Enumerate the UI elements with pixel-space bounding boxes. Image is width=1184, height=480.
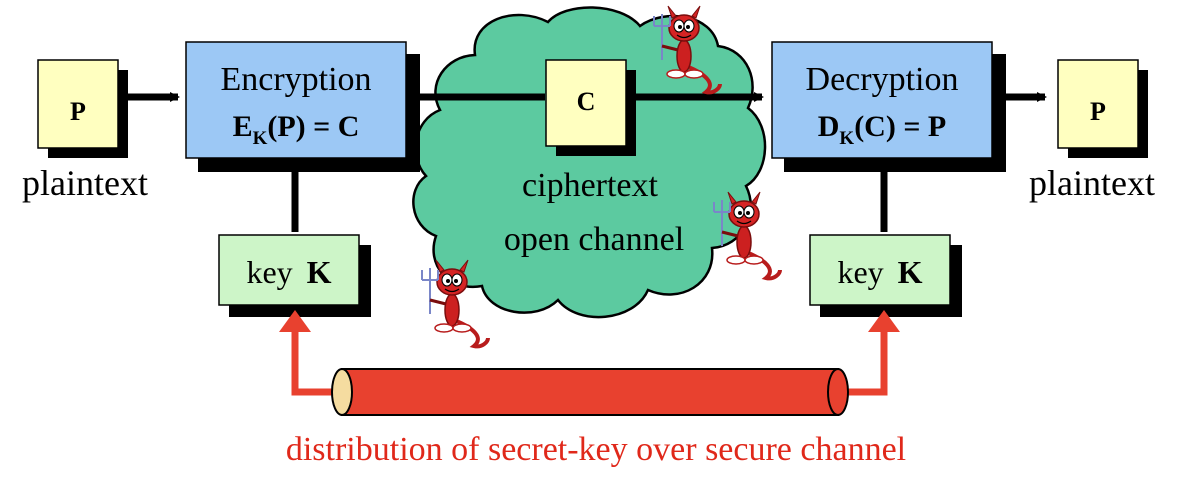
plaintext-input-label: P	[70, 97, 86, 126]
decryption-formula: DK(C) = P	[818, 110, 947, 149]
ciphertext-box: C	[545, 59, 636, 156]
secure-pipe	[331, 368, 849, 416]
plaintext-input-box: P	[37, 59, 128, 158]
ciphertext-label: C	[577, 87, 596, 116]
plaintext-output-box: P	[1057, 59, 1148, 158]
plaintext-input-caption: plaintext	[22, 163, 148, 203]
secure-channel-caption: distribution of secret-key over secure c…	[286, 431, 906, 468]
plaintext-output-caption: plaintext	[1029, 163, 1155, 203]
decryption-box: Decryption DK(C) = P	[771, 41, 1006, 172]
open-channel-cloud	[412, 6, 767, 319]
ciphertext-caption: ciphertext	[522, 167, 658, 204]
encryption-formula: EK(P) = C	[233, 110, 360, 149]
encryption-box: Encryption EK(P) = C	[185, 41, 420, 172]
plaintext-output-label: P	[1090, 97, 1106, 126]
secure-channel	[279, 310, 900, 416]
open-channel-caption: open channel	[504, 221, 684, 258]
encryption-title: Encryption	[220, 61, 371, 98]
decryption-title: Decryption	[806, 61, 959, 98]
